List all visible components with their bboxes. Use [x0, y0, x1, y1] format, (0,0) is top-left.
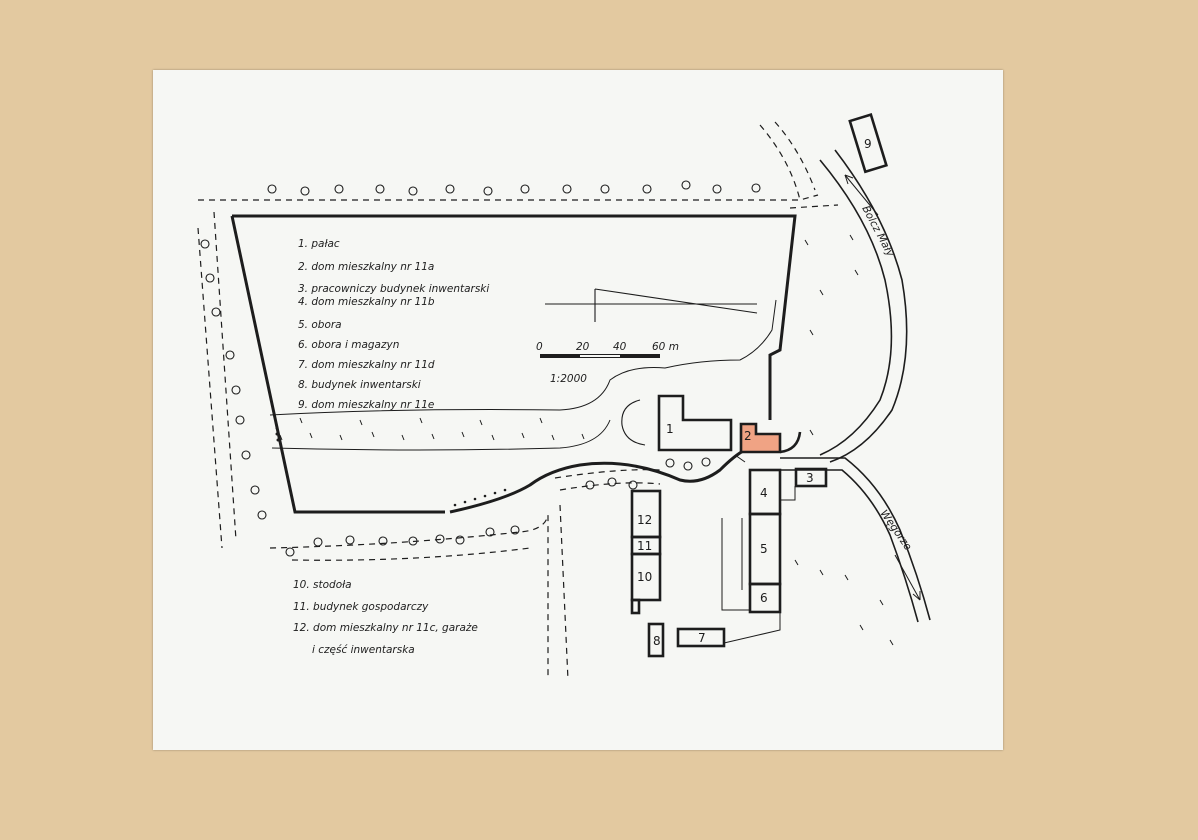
legend-upper: 1. pałac 2. dom mieszkalny nr 11a 3. pra… [298, 238, 489, 411]
building-6 [748, 582, 782, 614]
scale-tick-0: 0 [536, 341, 543, 353]
legend-item: 4. dom mieszkalny nr 11b [298, 296, 435, 308]
building-label-2: 2 [744, 429, 752, 443]
legend-item: 5. obora [298, 319, 342, 331]
scale-ratio: 1:2000 [550, 373, 587, 385]
building-labels: 1 2 3 4 5 6 7 8 9 10 11 12 [637, 137, 872, 648]
map-sheet [153, 70, 1003, 750]
legend-lower: 10. stodoła 11. budynek gospodarczy 12. … [293, 579, 478, 656]
legend-item: 1. pałac [298, 238, 340, 250]
park-edge-squiggle [269, 299, 777, 451]
road-label-lower: Węgorze [878, 508, 914, 553]
building-label-1: 1 [666, 422, 674, 436]
building-9 [848, 113, 888, 174]
building-label-12: 12 [637, 513, 652, 527]
building-2-wing [779, 431, 802, 454]
building-label-9: 9 [864, 137, 872, 151]
building-label-6: 6 [760, 591, 768, 605]
park-boundary [230, 214, 797, 514]
legend-item: 2. dom mieszkalny nr 11a [298, 261, 434, 273]
building-1 [657, 394, 733, 452]
scale-tick-20: 20 [576, 341, 590, 353]
buildings [630, 113, 888, 658]
legend-item: 9. dom mieszkalny nr 11e [298, 399, 434, 411]
north-arrow [545, 288, 758, 322]
scale-tick-60: 60 m [652, 341, 679, 353]
building-label-10: 10 [637, 570, 652, 584]
legend-item: 3. pracowniczy budynek inwentarski [298, 283, 489, 295]
legend-item: 12. dom mieszkalny nr 11c, garaże [293, 622, 478, 634]
building-label-5: 5 [760, 542, 768, 556]
pond-outline [621, 399, 646, 446]
building-label-7: 7 [698, 631, 706, 645]
legend-item: 6. obora i magazyn [298, 339, 399, 351]
building-10-annex [630, 598, 641, 615]
building-label-3: 3 [806, 471, 814, 485]
legend-item: 10. stodoła [293, 579, 352, 591]
road-label-upper: Bolcz Mały [859, 204, 896, 260]
building-8 [647, 622, 665, 658]
building-label-11: 11 [637, 539, 652, 553]
building-7 [676, 627, 726, 648]
building-label-4: 4 [760, 486, 768, 500]
road-arrows [844, 174, 921, 601]
scale-bar: 0 20 40 60 m 1:2000 [536, 341, 679, 385]
roads [780, 149, 931, 623]
legend-item: i część inwentarska [312, 644, 415, 656]
scale-tick-40: 40 [613, 341, 627, 353]
dashed-paths [197, 121, 839, 681]
legend-item: 7. dom mieszkalny nr 11d [298, 359, 435, 371]
legend-item: 11. budynek gospodarczy [293, 601, 429, 613]
park-ticks [279, 234, 894, 646]
building-10 [630, 552, 662, 602]
legend-item: 8. budynek inwentarski [298, 379, 421, 391]
dotted-path [275, 426, 507, 507]
building-2 [739, 422, 782, 454]
tree-row [200, 180, 761, 557]
thin-structures [721, 454, 796, 644]
building-3 [794, 467, 828, 488]
building-label-8: 8 [653, 634, 661, 648]
